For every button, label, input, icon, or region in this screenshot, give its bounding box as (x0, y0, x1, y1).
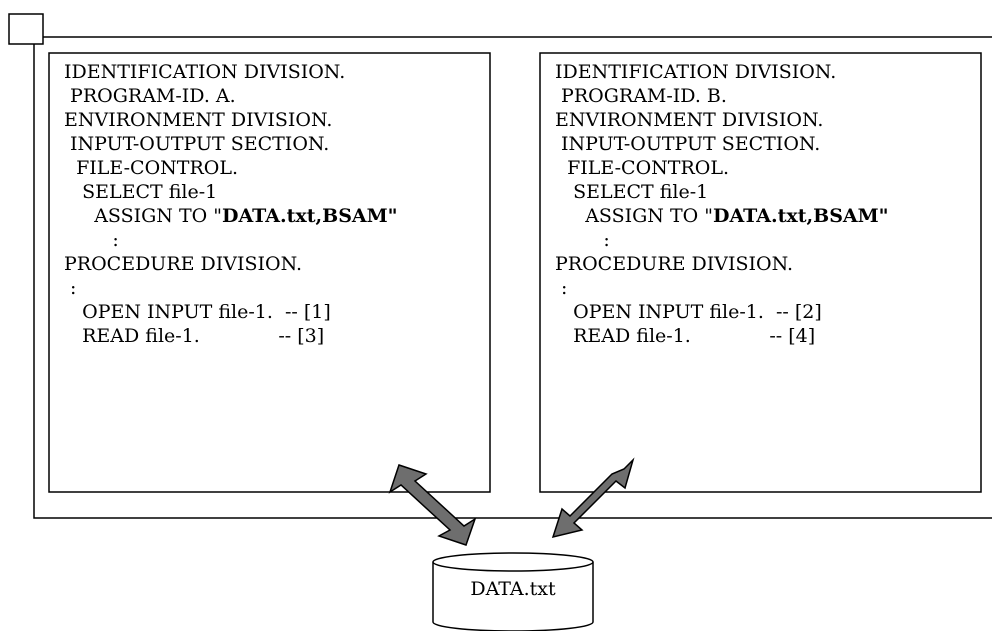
code-line: : (64, 229, 119, 251)
code-line: ENVIRONMENT DIVISION. (555, 109, 824, 131)
arrow-program-b-to-data (551, 457, 635, 539)
code-line: : (555, 229, 610, 251)
corner-marker (8, 13, 44, 45)
assign-keyword: ASSIGN TO " (555, 205, 713, 227)
code-line: INPUT-OUTPUT SECTION. (555, 133, 821, 155)
code-line: SELECT file-1 (555, 181, 709, 203)
code-line: READ file-1. -- [3] (64, 325, 325, 347)
program-a-box (48, 52, 491, 493)
code-line: INPUT-OUTPUT SECTION. (64, 133, 330, 155)
code-line: OPEN INPUT file-1. -- [2] (555, 301, 822, 323)
code-line: SELECT file-1 (64, 181, 218, 203)
code-line-assign: ASSIGN TO "DATA.txt,BSAM" (555, 205, 889, 227)
code-line: OPEN INPUT file-1. -- [1] (64, 301, 331, 323)
assign-value: DATA.txt,BSAM" (222, 205, 398, 227)
code-line: ENVIRONMENT DIVISION. (64, 109, 333, 131)
arrow-program-a-to-data (388, 464, 477, 546)
program-b-box (539, 52, 982, 493)
code-line: PROGRAM-ID. A. (64, 85, 236, 107)
outer-frame (33, 36, 992, 519)
code-line: : (64, 277, 77, 299)
code-line: PROCEDURE DIVISION. (555, 253, 794, 275)
code-line: IDENTIFICATION DIVISION. (64, 61, 346, 83)
code-line: PROCEDURE DIVISION. (64, 253, 303, 275)
code-line: PROGRAM-ID. B. (555, 85, 727, 107)
assign-keyword: ASSIGN TO " (64, 205, 222, 227)
code-line-assign: ASSIGN TO "DATA.txt,BSAM" (64, 205, 398, 227)
data-file-cylinder-top (432, 552, 594, 572)
data-file-cylinder (432, 562, 594, 631)
assign-value: DATA.txt,BSAM" (713, 205, 889, 227)
code-line: : (555, 277, 568, 299)
data-file-label: DATA.txt (470, 578, 556, 600)
code-line: READ file-1. -- [4] (555, 325, 816, 347)
code-line: FILE-CONTROL. (64, 157, 238, 179)
code-line: IDENTIFICATION DIVISION. (555, 61, 837, 83)
code-line: FILE-CONTROL. (555, 157, 729, 179)
